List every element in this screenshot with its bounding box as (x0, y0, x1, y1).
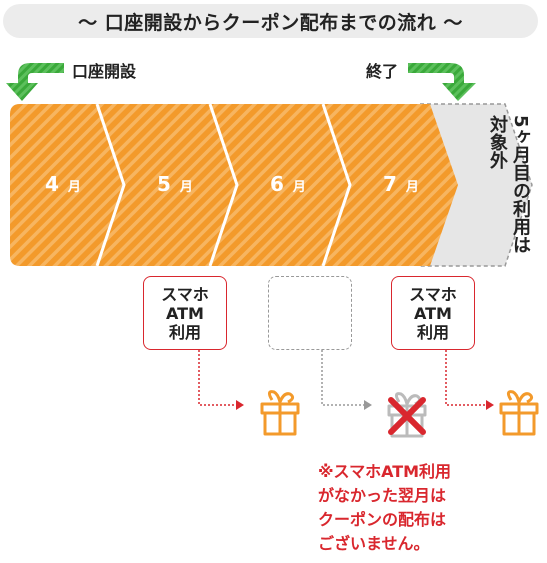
usage-box-may: スマホ ATM 利用 (143, 276, 227, 350)
page-title: 〜 口座開設からクーポン配布までの流れ 〜 (3, 4, 538, 38)
gift-icon (499, 390, 539, 436)
month-6: 6 月 (270, 172, 307, 196)
usage-box-july: スマホ ATM 利用 (391, 276, 475, 350)
outside-label: 5ヶ月目の利用は対象外 (487, 115, 531, 254)
end-label: 終了 (366, 62, 399, 81)
months-bar (10, 104, 458, 266)
month-4: 4 月 (45, 172, 82, 196)
usage-box-june-empty (268, 276, 352, 350)
gift-icon (260, 390, 300, 436)
notice-text: ※スマホATM利用 がなかった翌月は クーポンの配布は ございません。 (318, 462, 452, 553)
month-5: 5 月 (157, 172, 194, 196)
month-7: 7 月 (383, 172, 420, 196)
start-arrow-icon (6, 63, 64, 101)
timeline-chevrons (10, 103, 533, 267)
cross-icon (388, 397, 426, 435)
end-arrow-icon (408, 63, 476, 101)
gift-icon (387, 392, 427, 438)
start-label: 口座開設 (72, 62, 137, 81)
